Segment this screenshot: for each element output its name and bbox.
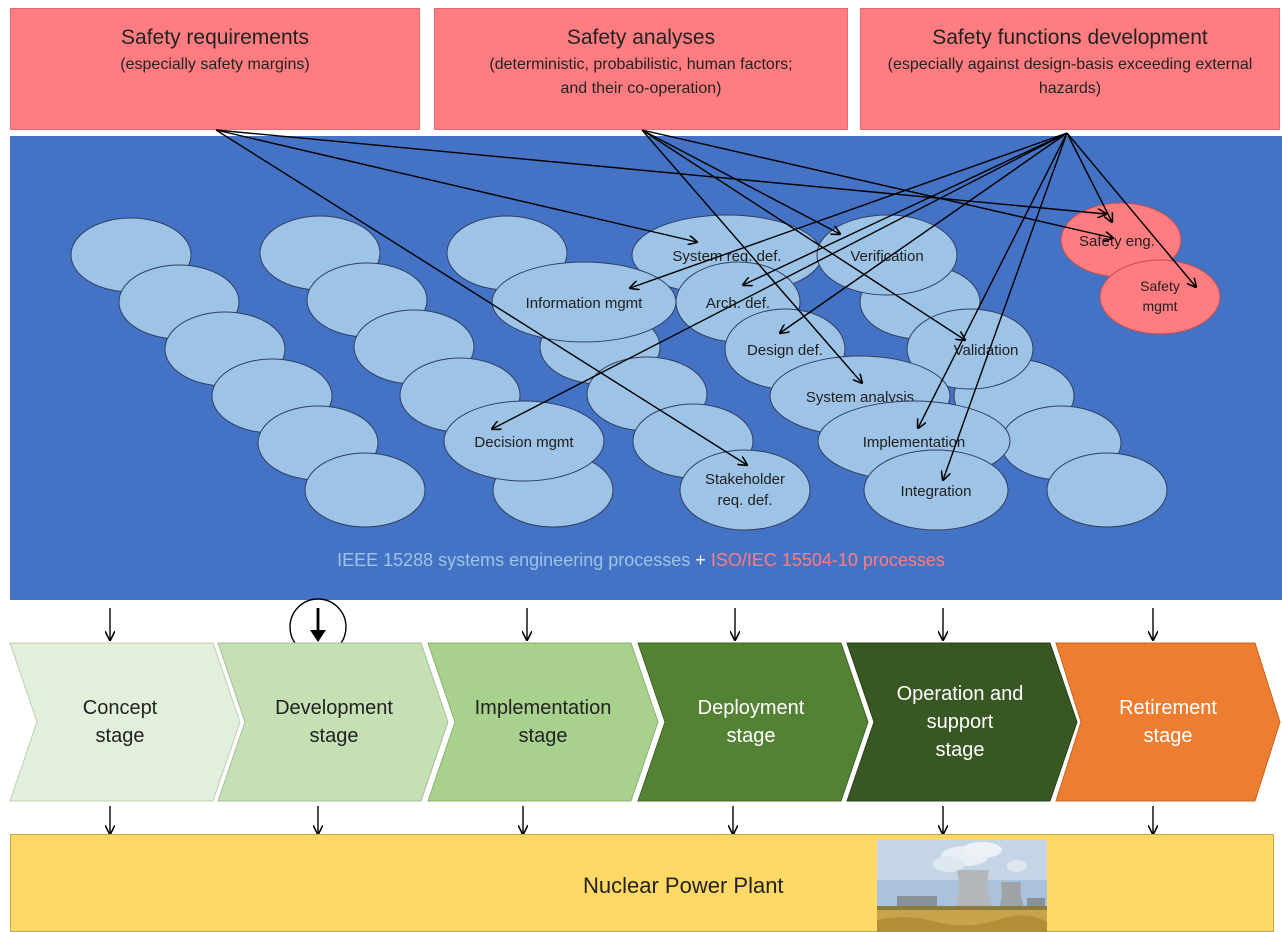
connector-arrow xyxy=(641,129,862,383)
stage-retirement-line1: Retirement xyxy=(1119,697,1217,719)
safety-analyses-title: Safety analyses xyxy=(566,26,716,49)
stage-label-concept: Concept stage xyxy=(20,694,220,750)
nuclear-power-plant-bar: Nuclear Power Plant xyxy=(10,834,1274,932)
safety-mgmt-label-line2: mgmt xyxy=(1143,298,1178,314)
panel-caption: IEEE 15288 systems engineering processes… xyxy=(0,550,1282,571)
safety-requirements-subtitle: (especially safety margins) xyxy=(120,56,310,73)
connector-arrow xyxy=(492,132,1068,429)
verification-label: Verification xyxy=(850,248,923,265)
stage-deployment-line2: stage xyxy=(726,725,776,747)
stage-chevron-retirement xyxy=(1055,642,1281,802)
system-req-def-label: System req. def. xyxy=(672,248,781,265)
safety-functions-subtitle: (especially against design-basis exceedi… xyxy=(887,56,1253,97)
safety-eng-node: Safety eng. xyxy=(1060,202,1182,278)
connector-arrow xyxy=(943,132,1068,480)
safety-requirements-box: Safety requirements (especially safety m… xyxy=(10,8,420,130)
stage-label-implementation: Implementation stage xyxy=(443,694,643,750)
stage-chevron-development xyxy=(217,642,449,802)
safety-eng-label: Safety eng. xyxy=(1079,233,1155,250)
stage-development-line1: Development xyxy=(275,697,393,719)
integration-label: Integration xyxy=(901,483,972,500)
safety-analyses-subtitle: (deterministic, probabilistic, human fac… xyxy=(489,56,793,97)
connector-arrow xyxy=(918,132,1068,428)
connector-arrow xyxy=(215,129,1106,214)
connector-arrow xyxy=(215,129,697,242)
stakeholder-label-line2: req. def. xyxy=(717,492,772,509)
caption-plus: + xyxy=(695,550,706,570)
safety-mgmt-node: Safety mgmt xyxy=(1099,259,1221,335)
stage-chevron-deployment xyxy=(637,642,869,802)
stage-operation-line3: stage xyxy=(935,739,985,761)
arch-def-label: Arch. def. xyxy=(706,295,770,312)
stage-implementation-line2: stage xyxy=(518,725,568,747)
stage-retirement-line2: stage xyxy=(1143,725,1193,747)
verification-node: Verification xyxy=(816,214,958,296)
nuclear-plant-photo xyxy=(877,840,1047,932)
decision-mgmt-label: Decision mgmt xyxy=(474,434,574,451)
validation-label: Validation xyxy=(954,342,1019,359)
connector-arrow xyxy=(780,132,1068,333)
stage-implementation-line1: Implementation xyxy=(474,697,612,719)
connector-arrow xyxy=(743,132,1068,285)
system-analysis-label: System analysis xyxy=(806,389,914,406)
stage-concept-line2: stage xyxy=(95,725,145,747)
connector-arrow xyxy=(1066,132,1112,222)
validation-node: Validation xyxy=(906,308,1034,390)
stage-operation-line2: support xyxy=(926,711,994,733)
stage-label-operation: Operation and support stage xyxy=(860,680,1060,764)
stage-chevron-concept xyxy=(9,642,241,802)
connector-arrow xyxy=(215,129,747,465)
process-ellipse xyxy=(1046,452,1168,528)
safety-mgmt-label-line1: Safety xyxy=(1140,278,1180,294)
stage-chevron-implementation xyxy=(427,642,659,802)
design-def-label: Design def. xyxy=(747,342,823,359)
stage-label-deployment: Deployment stage xyxy=(651,694,851,750)
information-mgmt-label: Information mgmt xyxy=(526,295,644,312)
stakeholder-req-def-node: Stakeholder req. def. xyxy=(679,449,811,531)
decision-mgmt-node: Decision mgmt xyxy=(443,400,605,482)
safety-functions-title: Safety functions development xyxy=(932,26,1208,49)
stage-label-development: Development stage xyxy=(234,694,434,750)
connector-arrow xyxy=(641,129,1113,238)
stage-operation-line1: Operation and xyxy=(896,683,1024,705)
stage-deployment-line1: Deployment xyxy=(697,697,805,719)
stakeholder-label-line1: Stakeholder xyxy=(705,471,785,488)
safety-requirements-title: Safety requirements xyxy=(121,26,309,49)
plant-photo-illustration xyxy=(877,840,1047,932)
implementation-label: Implementation xyxy=(863,434,966,451)
caption-iso: ISO/IEC 15504-10 processes xyxy=(710,550,945,570)
safety-analyses-box: Safety analyses (deterministic, probabil… xyxy=(434,8,848,130)
stage-concept-line1: Concept xyxy=(82,697,158,719)
integration-node: Integration xyxy=(863,449,1009,531)
nuclear-power-plant-label: Nuclear Power Plant xyxy=(583,873,784,898)
process-ellipse xyxy=(304,452,426,528)
safety-functions-box: Safety functions development (especially… xyxy=(860,8,1280,130)
caption-ieee: IEEE 15288 systems engineering processes xyxy=(337,550,691,570)
stage-label-retirement: Retirement stage xyxy=(1068,694,1268,750)
stage-chevron-operation xyxy=(846,642,1078,802)
connector-arrow xyxy=(1066,132,1196,287)
connector-arrow xyxy=(630,132,1068,288)
connector-arrow xyxy=(641,129,965,340)
connector-arrow xyxy=(641,129,840,234)
stage-development-line2: stage xyxy=(309,725,359,747)
information-mgmt-node: Information mgmt xyxy=(491,261,677,343)
